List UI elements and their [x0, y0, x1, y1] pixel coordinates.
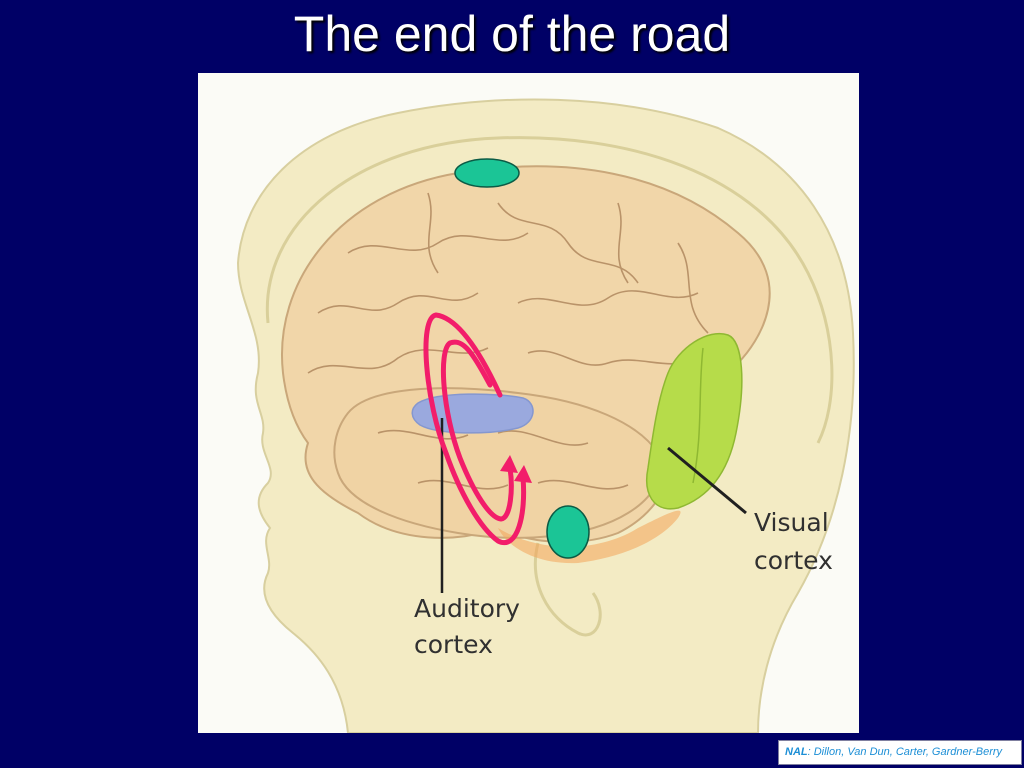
inner-arrowhead	[500, 455, 518, 473]
brain-folds	[307, 192, 709, 490]
auditory-cortex-label-line2: cortex	[414, 630, 493, 659]
inner-arrow	[440, 339, 514, 522]
brain-diagram: Visual cortex Auditory cortex	[198, 73, 859, 733]
outer-arrow	[423, 312, 527, 546]
ear	[533, 542, 602, 637]
slide-title: The end of the road	[293, 6, 731, 62]
credit-box: NAL: Dillon, Van Dun, Carter, Gardner-Be…	[778, 740, 1022, 765]
teal-marker-bottom	[546, 505, 590, 559]
outer-arrowhead	[514, 465, 532, 483]
visual-cortex-label-line1: Visual	[754, 508, 829, 537]
auditory-cortex-label-line1: Auditory	[414, 594, 520, 623]
visual-cortex-region	[646, 332, 743, 510]
brain-illustration: Visual cortex Auditory cortex	[236, 98, 855, 733]
credit-separator: :	[807, 746, 811, 758]
temporal-lobe	[333, 387, 663, 539]
credit-org: NAL	[785, 746, 808, 758]
cerebellum	[498, 510, 681, 564]
visual-leader-line	[667, 446, 747, 515]
credit-authors: Dillon, Van Dun, Carter, Gardner-Berry	[810, 746, 1003, 758]
visual-cortex-label-line2: cortex	[754, 546, 833, 575]
signal-arrows	[423, 312, 527, 546]
visual-cortex-fold	[692, 347, 704, 484]
teal-marker-top	[454, 158, 520, 188]
skull-outline	[265, 136, 834, 444]
